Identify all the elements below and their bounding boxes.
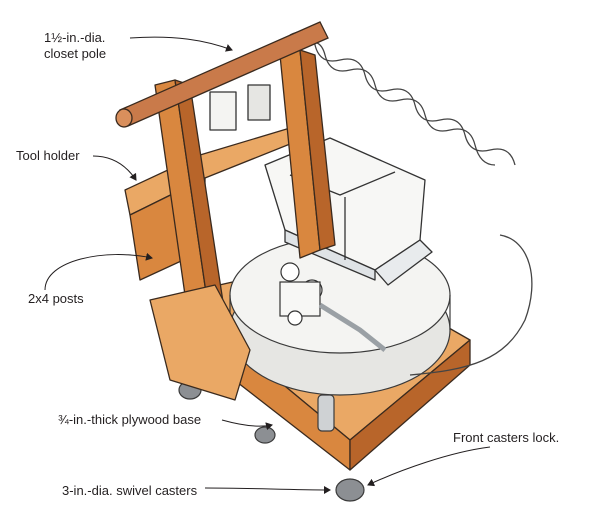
leader-front-casters bbox=[367, 446, 491, 487]
leader-pole bbox=[129, 36, 233, 52]
leader-lines bbox=[44, 36, 491, 494]
front-casters-label: Front casters lock. bbox=[453, 430, 560, 445]
closet-pole-label: 1½-in.-dia. closet pole bbox=[44, 30, 106, 62]
leader-posts bbox=[44, 252, 153, 291]
posts-label: 2x4 posts bbox=[28, 291, 84, 306]
leader-casters bbox=[204, 485, 331, 494]
caster-rear-right bbox=[254, 426, 276, 444]
pressure-gauges bbox=[279, 262, 387, 352]
closet-pole-label-line1: 1½-in.-dia. bbox=[44, 30, 106, 45]
caster-front-left bbox=[335, 478, 365, 502]
tool-holder-label: Tool holder bbox=[16, 148, 80, 163]
closet-pole bbox=[115, 21, 329, 128]
plywood-base-label: ¾-in.-thick plywood base bbox=[58, 412, 202, 427]
swivel-casters-label: 3-in.-dia. swivel casters bbox=[62, 483, 198, 498]
leader-base bbox=[221, 419, 273, 431]
closet-pole-label-line2: closet pole bbox=[44, 46, 107, 61]
coiled-air-hose bbox=[289, 31, 533, 376]
leader-tool-holder bbox=[92, 155, 137, 181]
